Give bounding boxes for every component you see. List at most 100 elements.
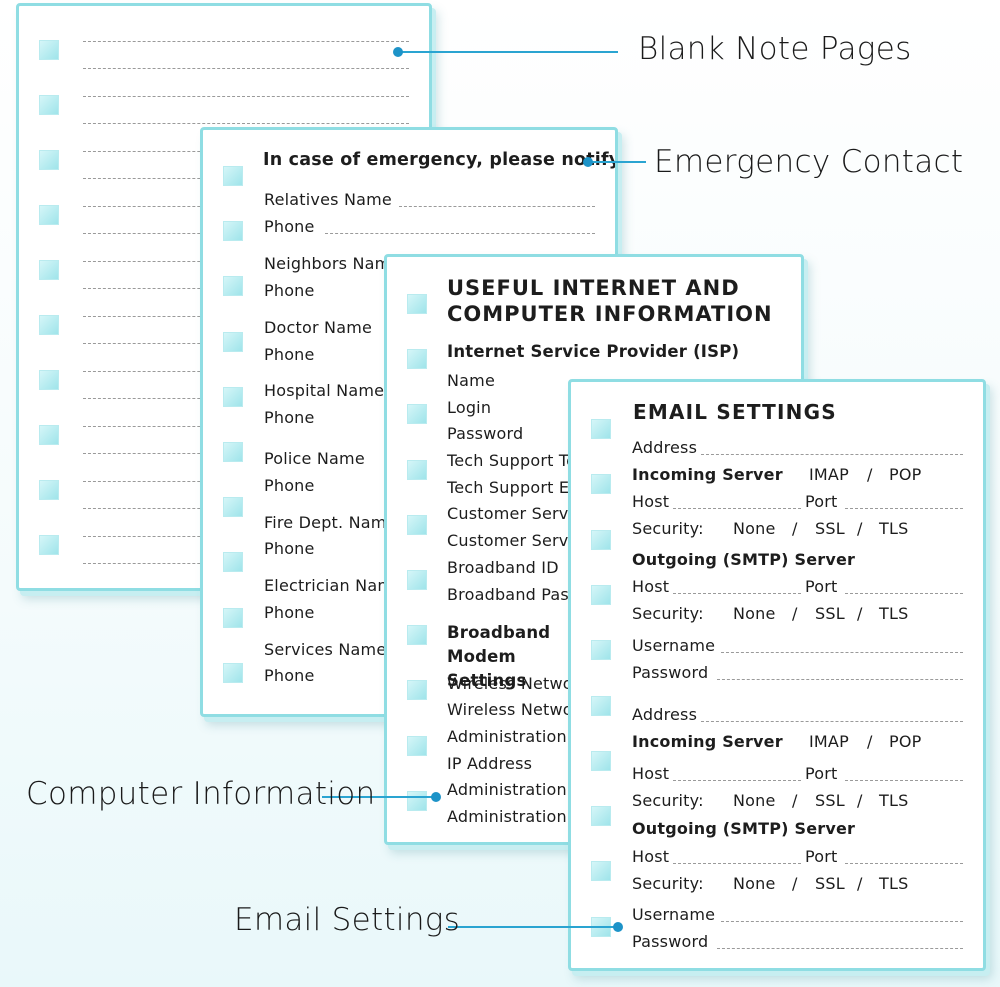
checkbox-square	[407, 349, 427, 370]
none-option: None	[733, 874, 776, 893]
pop-option: POP	[889, 465, 922, 484]
emergency-title: In case of emergency, please notify	[263, 150, 618, 170]
checkbox-square	[591, 750, 611, 771]
callout-dot	[613, 922, 623, 932]
checkbox-square	[39, 370, 59, 390]
checkbox-square	[591, 695, 611, 716]
isp-password-label: Password	[447, 424, 524, 443]
administration-label: Administration	[447, 727, 567, 746]
checkbox-square	[39, 205, 59, 225]
tls-option: TLS	[879, 791, 909, 810]
none-option: None	[733, 791, 776, 810]
tech-support-email-label: Tech Support Email	[447, 478, 605, 497]
security-label: Security:	[632, 874, 704, 893]
security-label: Security:	[632, 604, 704, 623]
none-option: None	[733, 519, 776, 538]
isp-name-label: Name	[447, 371, 496, 390]
separator: /	[857, 604, 863, 623]
host-label: Host	[632, 764, 670, 783]
checkbox-square	[223, 497, 243, 518]
email-title: EMAIL SETTINGS	[633, 400, 837, 424]
port-label: Port	[805, 492, 838, 511]
checkbox-square	[39, 535, 59, 555]
tls-option: TLS	[879, 604, 909, 623]
email-settings-callout: Email Settings	[234, 902, 461, 938]
field-line	[673, 508, 801, 509]
checkbox-square	[407, 625, 427, 646]
host-label: Host	[632, 492, 670, 511]
electrician-label: Electrician Name	[264, 576, 404, 595]
callout-line	[398, 51, 618, 53]
pop-option: POP	[889, 732, 922, 751]
checkbox-square	[39, 425, 59, 445]
checkbox-square	[591, 419, 611, 439]
address-label: Address	[632, 705, 698, 724]
security-label: Security:	[632, 791, 704, 810]
phone-label: Phone	[264, 666, 315, 685]
tls-option: TLS	[879, 874, 909, 893]
address-label: Address	[632, 438, 698, 457]
username-label: Username	[632, 636, 716, 655]
field-line	[399, 206, 595, 207]
field-line	[701, 454, 963, 455]
password-label: Password	[632, 663, 709, 682]
isp-heading: Internet Service Provider (ISP)	[447, 342, 740, 361]
checkbox-square	[223, 331, 243, 352]
field-line	[721, 652, 963, 653]
doctor-label: Doctor Name	[264, 318, 373, 337]
fire-label: Fire Dept. Name	[264, 513, 397, 532]
checkbox-square	[407, 680, 427, 701]
checkbox-square	[407, 514, 427, 535]
relatives-label: Relatives Name	[264, 190, 392, 209]
computer-information-callout: Computer Information	[26, 776, 376, 812]
host-label: Host	[632, 847, 670, 866]
separator: /	[867, 465, 873, 484]
checkbox-square	[407, 404, 427, 425]
field-line	[845, 593, 963, 594]
services-label: Services Name	[264, 640, 387, 659]
ssl-option: SSL	[815, 519, 845, 538]
hospital-label: Hospital Name	[264, 381, 385, 400]
ssl-option: SSL	[815, 791, 845, 810]
callout-line	[588, 161, 646, 163]
broadband-id-label: Broadband ID	[447, 558, 559, 577]
phone-label: Phone	[264, 539, 315, 558]
separator: /	[857, 874, 863, 893]
checkbox-square	[591, 474, 611, 495]
checkbox-square	[407, 735, 427, 756]
emergency-contact-callout: Emergency Contact	[654, 144, 964, 180]
checkbox-square	[223, 386, 243, 407]
callout-line	[448, 926, 618, 928]
field-line	[721, 921, 963, 922]
checkbox-square	[39, 150, 59, 170]
email-settings-page: EMAIL SETTINGS Address Incoming Server I…	[568, 379, 986, 971]
callout-dot	[431, 792, 441, 802]
checkbox-square	[591, 861, 611, 882]
checkbox-square	[407, 459, 427, 480]
checkbox-square	[223, 552, 243, 573]
wireless-network-label: Wireless Network	[447, 674, 590, 693]
phone-label: Phone	[264, 217, 315, 236]
separator: /	[792, 791, 798, 810]
field-line	[701, 721, 963, 722]
tls-option: TLS	[879, 519, 909, 538]
note-line	[83, 96, 409, 97]
checkbox-square	[407, 570, 427, 590]
imap-option: IMAP	[809, 732, 849, 751]
outgoing-server-label: Outgoing (SMTP) Server	[632, 550, 856, 569]
checkbox-square	[591, 529, 611, 550]
phone-label: Phone	[264, 345, 315, 364]
field-line	[673, 593, 801, 594]
separator: /	[792, 874, 798, 893]
ssl-option: SSL	[815, 874, 845, 893]
checkbox-square	[223, 221, 243, 242]
phone-label: Phone	[264, 408, 315, 427]
none-option: None	[733, 604, 776, 623]
neighbors-label: Neighbors Name	[264, 254, 401, 273]
checkbox-square	[223, 607, 243, 628]
field-line	[673, 863, 801, 864]
port-label: Port	[805, 764, 838, 783]
port-label: Port	[805, 847, 838, 866]
field-line	[845, 508, 963, 509]
checkbox-square	[39, 480, 59, 500]
